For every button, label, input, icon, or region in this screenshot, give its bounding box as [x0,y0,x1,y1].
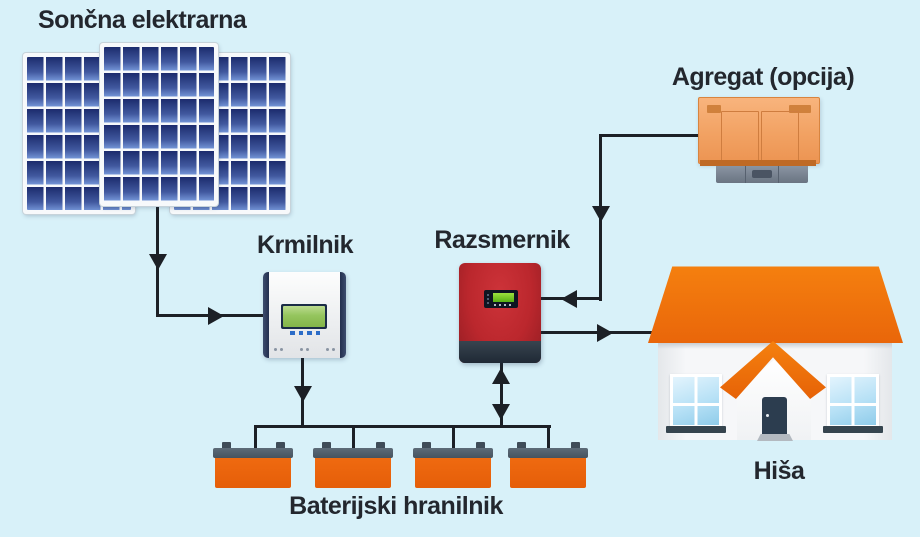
house-window-right [827,374,879,428]
wire-bus-drop-2 [352,427,355,449]
wire-bus-drop-3 [452,427,455,449]
label-controller: Krmilnik [256,231,354,259]
inverter-icon [459,263,541,363]
solar-panel-center-icon [100,43,218,206]
controller-buttons [290,331,320,335]
generator-icon [698,97,820,164]
house-roof [648,266,903,343]
controller-lcd-screen [281,304,327,329]
generator-base-strip [700,160,816,166]
generator-vent [707,105,721,113]
controller-side-bar [340,272,346,358]
arrow-into-inverter-icon [561,290,577,308]
wire-battery-bus [254,425,551,428]
wire-generator-out [601,134,700,137]
arrow-inverter-to-battery-icon [492,404,510,420]
controller-side-bar [263,272,269,358]
window-sill [666,426,726,433]
arrow-generator-down-icon [592,206,610,222]
charge-controller-icon [263,272,346,358]
wire-bus-drop-1 [254,427,257,449]
inverter-base [459,341,541,363]
inverter-display [484,290,518,308]
generator-panel [761,111,799,163]
wire-bus-drop-4 [547,427,550,449]
generator-vent [789,105,811,113]
arrow-into-house-icon [597,324,613,342]
battery-icon [508,442,588,488]
arrow-into-controller-icon [208,307,224,325]
generator-panel [721,111,759,163]
arrow-controller-to-bus-icon [294,386,312,402]
battery-icon [313,442,393,488]
house-window-left [670,374,722,428]
house-door [762,397,787,434]
battery-icon [213,442,293,488]
label-generator: Agregat (opcija) [671,63,855,91]
generator-base [716,166,808,183]
label-solar-plant: Sončna elektrarna [38,6,247,34]
battery-icon [413,442,493,488]
generator-handle [752,170,772,178]
label-battery-storage: Baterijski hranilnik [289,492,503,520]
label-house: Hiša [753,457,805,485]
window-sill [823,426,883,433]
wire-inverter-battery [500,358,503,428]
house-door-step [757,434,793,441]
label-inverter: Razsmernik [434,226,570,254]
arrow-solar-down-icon [149,254,167,270]
arrow-battery-to-inverter-icon [492,368,510,384]
